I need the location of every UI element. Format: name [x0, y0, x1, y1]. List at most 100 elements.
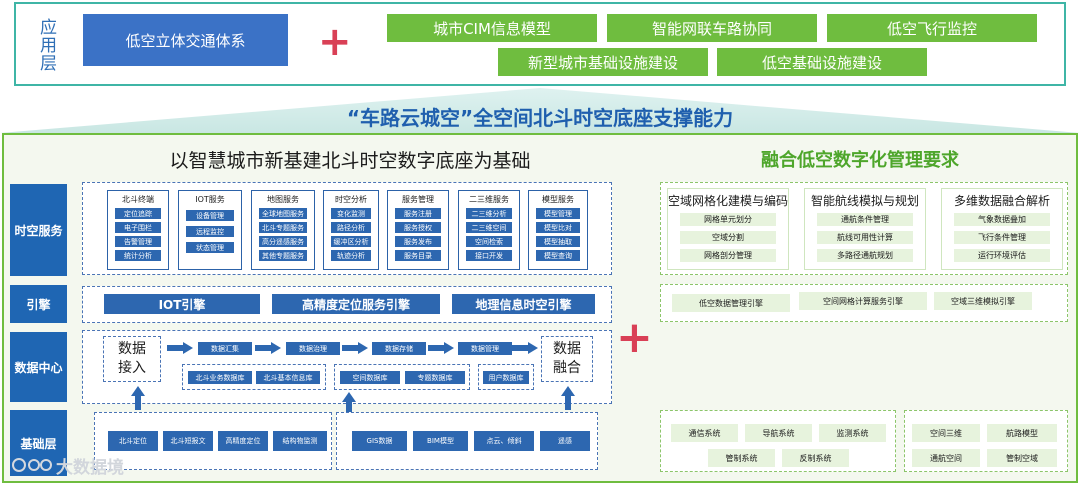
row-label-data-center: 数据中心 [10, 332, 67, 402]
base-gis-data: GIS数据 [352, 431, 407, 451]
right-service-group: 空域网格化建模与编码网格单元划分空域分割网格剖分管理 [667, 188, 789, 270]
service-item: 模型抽取 [536, 236, 580, 247]
right-service-item: 多路径通航规划 [817, 249, 913, 262]
right-service-group: 多维数据融合解析气象数据叠加飞行条件管理运行环境评估 [941, 188, 1063, 270]
service-column: 北斗终端定位追踪电子围栏告警管理统计分析 [107, 190, 169, 270]
store-thematic-db: 专题数据库 [405, 371, 465, 384]
service-column-title: 时空分析 [335, 194, 367, 204]
base-navigation-system: 导航系统 [745, 424, 812, 442]
service-item: 路径分析 [331, 222, 371, 233]
app-item-low-altitude-infrastructure: 低空基础设施建设 [717, 48, 927, 76]
base-beidou-short-message: 北斗短报文 [163, 431, 213, 451]
row-label-spatiotemporal-service: 时空服务 [10, 184, 67, 276]
service-item: 模型比对 [536, 222, 580, 233]
service-item: 设备管理 [186, 210, 234, 221]
row-label-engine: 引擎 [10, 285, 67, 323]
right-service-group-title: 多维数据融合解析 [953, 193, 1050, 208]
base-remote-sensing: 遥感 [540, 431, 590, 451]
service-column-title: 二三维服务 [469, 194, 509, 204]
flow-data-storage: 数据存储 [372, 342, 426, 355]
app-item-flight-monitor: 低空飞行监控 [827, 14, 1037, 42]
service-item: 空间检索 [466, 236, 512, 247]
service-item: 状态管理 [186, 242, 234, 253]
watermark-logo-icon [10, 455, 54, 475]
arrow-up-icon [342, 392, 356, 416]
service-item: 缓冲区分析 [331, 236, 371, 247]
service-item: 高分遥感服务 [259, 236, 307, 247]
base-bim-model: BIM模型 [413, 431, 468, 451]
data-fusion-box: 数据融合 [541, 336, 593, 382]
engine-airspace-3d-simulation: 空域三维模拟引擎 [934, 292, 1032, 310]
base-monitoring-system: 监测系统 [819, 424, 886, 442]
service-item: 服务注册 [395, 208, 441, 219]
app-item-cim: 城市CIM信息模型 [387, 14, 597, 42]
right-service-item: 飞行条件管理 [954, 231, 1050, 244]
base-navigable-space: 通航空间 [912, 449, 980, 467]
service-item: 电子围栏 [115, 222, 161, 233]
store-spatial-db: 空间数据库 [340, 371, 400, 384]
row-label-base-layer: 基础层 [10, 410, 67, 476]
base-point-cloud: 点云、倾斜 [474, 431, 534, 451]
right-service-group-title: 空域网格化建模与编码 [668, 193, 789, 208]
arrow-right-icon [512, 342, 538, 354]
service-item: 模型管理 [536, 208, 580, 219]
arrow-right-icon [342, 342, 368, 354]
service-column: 模型服务模型管理模型比对模型抽取模型查询 [528, 190, 588, 270]
service-column: 时空分析变化监测路径分析缓冲区分析轨迹分析 [323, 190, 379, 270]
data-access-box: 数据接入 [103, 336, 161, 382]
low-altitude-traffic-system-box: 低空立体交通体系 [83, 14, 288, 66]
engine-low-altitude-data: 低空数据管理引擎 [672, 294, 790, 312]
service-item: 服务发布 [395, 236, 441, 247]
engine-high-precision-positioning: 高精度定位服务引擎 [272, 294, 440, 314]
arrow-up-icon [131, 386, 145, 410]
store-user-db: 用户数据库 [483, 371, 529, 384]
flow-data-management: 数据管理 [458, 342, 512, 355]
service-column: 二三维服务二三维分析二三维空间空间检索接口开发 [458, 190, 520, 270]
right-service-item: 空域分割 [680, 231, 776, 244]
service-item: 二三维分析 [466, 208, 512, 219]
base-beidou-positioning: 北斗定位 [108, 431, 158, 451]
right-service-item: 网格单元划分 [680, 213, 776, 226]
right-service-group: 智能航线模拟与规划通航条件管理航线可用性计算多路径通航规划 [804, 188, 926, 270]
service-item: 轨迹分析 [331, 250, 371, 261]
service-item: 服务授权 [395, 222, 441, 233]
right-service-item: 气象数据叠加 [954, 213, 1050, 226]
service-item: 服务目录 [395, 250, 441, 261]
right-service-item: 运行环境评估 [954, 249, 1050, 262]
right-service-item: 通航条件管理 [817, 213, 913, 226]
plus-icon: + [616, 312, 653, 363]
plus-icon: + [318, 19, 352, 65]
right-service-group-title: 智能航线模拟与规划 [810, 193, 919, 208]
base-structure-monitoring: 结构物监测 [273, 431, 327, 451]
base-control-system: 管制系统 [708, 449, 775, 467]
service-column-title: 北斗终端 [122, 194, 154, 204]
service-item: 告警管理 [115, 236, 161, 247]
service-item: 变化监测 [331, 208, 371, 219]
engine-iot: IOT引擎 [104, 294, 260, 314]
engine-geographic-info: 地理信息时空引擎 [452, 294, 595, 314]
service-column-title: IOT服务 [195, 194, 225, 204]
service-column: 地图服务全球地图服务北斗专题服务高分遥感服务其他专题服务 [251, 190, 315, 270]
arrow-right-icon [428, 342, 454, 354]
left-title: 以智慧城市新基建北斗时空数字底座为基础 [169, 149, 531, 172]
store-beidou-basic-info-db: 北斗基本信息库 [256, 371, 320, 384]
arrow-right-icon [255, 342, 281, 354]
service-item: 模型查询 [536, 250, 580, 261]
service-item: 定位追踪 [115, 208, 161, 219]
base-countermeasure-system: 反制系统 [782, 449, 849, 467]
service-item: 其他专题服务 [259, 250, 307, 261]
flow-data-collection: 数据汇集 [198, 342, 252, 355]
service-item: 接口开发 [466, 250, 512, 261]
support-arrow [0, 88, 1080, 133]
service-item: 二三维空间 [466, 222, 512, 233]
right-service-item: 航线可用性计算 [817, 231, 913, 244]
service-column: IOT服务设备管理远程监控状态管理 [178, 190, 242, 270]
flow-data-governance: 数据治理 [286, 342, 340, 355]
service-item: 统计分析 [115, 250, 161, 261]
service-column: 服务管理服务注册服务授权服务发布服务目录 [387, 190, 449, 270]
store-beidou-business-db: 北斗业务数据库 [188, 371, 252, 384]
right-service-item: 网格剖分管理 [680, 249, 776, 262]
service-item: 远程监控 [186, 226, 234, 237]
base-controlled-airspace: 管制空域 [987, 449, 1057, 467]
arrow-right-icon [167, 342, 193, 354]
